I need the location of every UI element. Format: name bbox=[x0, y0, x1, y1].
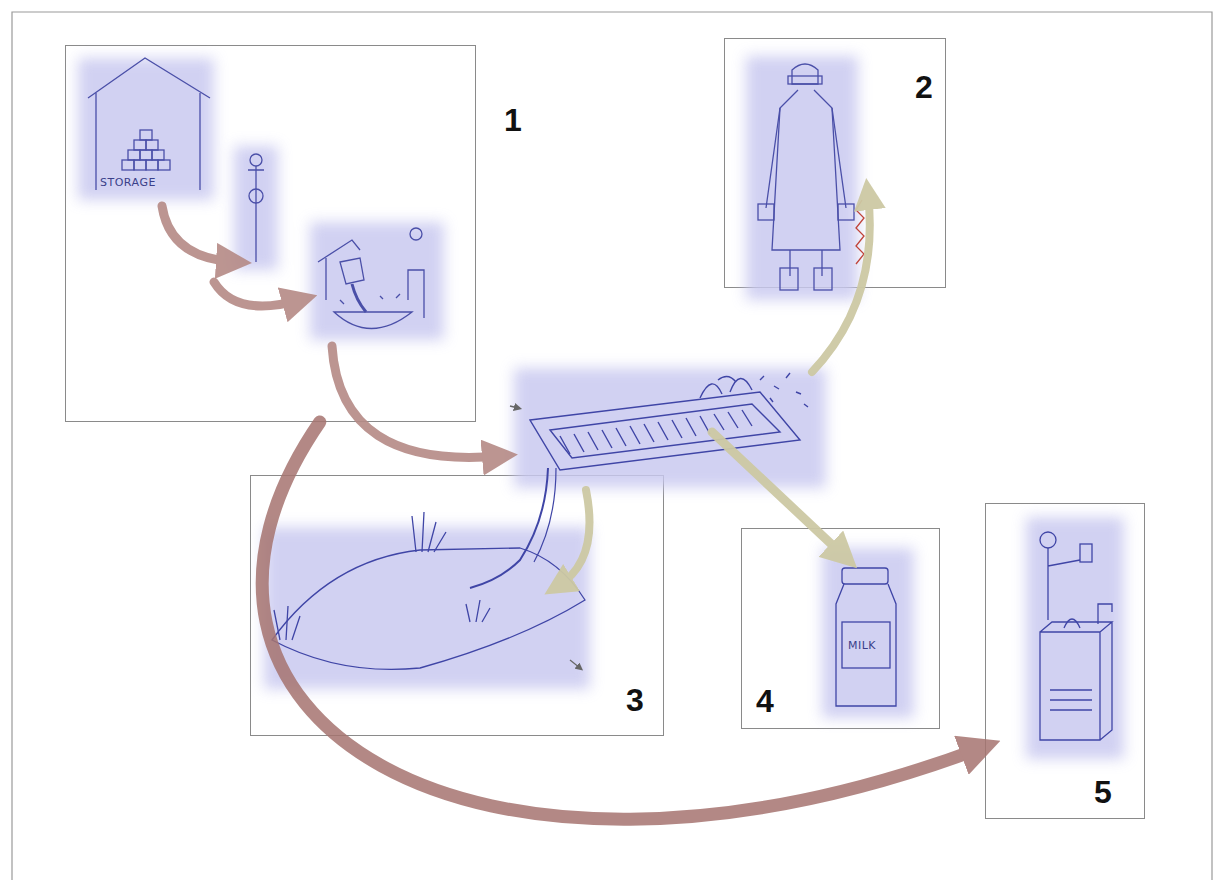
figure-panel: 2 bbox=[724, 38, 946, 288]
prep-sketch bbox=[318, 228, 424, 329]
storage-sketch bbox=[88, 58, 210, 190]
callout-number: 5 bbox=[1094, 776, 1112, 808]
consumer-sketch bbox=[1040, 532, 1112, 740]
callout-number: 2 bbox=[915, 71, 933, 103]
callout-number: 3 bbox=[626, 684, 644, 716]
figure-panel: 1 bbox=[65, 45, 476, 422]
sketch-label: STORAGE bbox=[100, 176, 156, 189]
protective-gear-sketch bbox=[758, 64, 864, 290]
ground-sketch bbox=[272, 512, 585, 669]
callout-number: 4 bbox=[756, 685, 774, 717]
figure-panel: 3 bbox=[250, 475, 664, 736]
sketch-label: MILK bbox=[848, 639, 876, 652]
figure-panel: 5 bbox=[985, 503, 1145, 819]
milk-bottle-sketch bbox=[836, 568, 896, 706]
flow-connector bbox=[262, 422, 977, 819]
callout-number: 1 bbox=[504, 104, 522, 136]
flow-arrows bbox=[162, 194, 870, 586]
trough-sketch bbox=[470, 373, 808, 588]
sketch-paper bbox=[78, 56, 1124, 759]
worker-sketch bbox=[248, 154, 264, 262]
figure-panel: 4 bbox=[741, 528, 940, 729]
